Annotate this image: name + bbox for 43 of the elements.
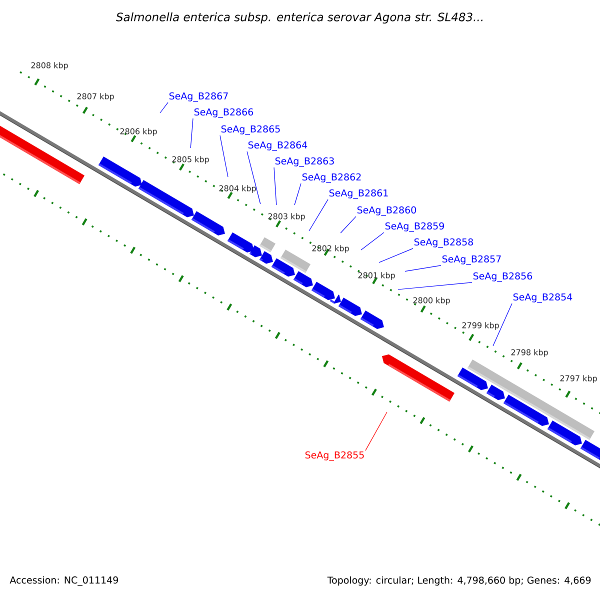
gene-label: SeAg_B2855 [305, 451, 364, 461]
scale-label: 2797 kbp [560, 375, 597, 383]
gene-label: SeAg_B2859 [385, 222, 444, 232]
scale-label: 2800 kbp [413, 297, 450, 305]
footer-text: Accession: NC_011149 [10, 576, 118, 586]
leader-line [398, 282, 472, 290]
scale-label: 2805 kbp [172, 156, 209, 164]
gene-label: SeAg_B2861 [329, 189, 388, 199]
gene-label: SeAg_B2854 [513, 293, 572, 303]
gene-label: SeAg_B2864 [248, 141, 308, 151]
leader-line [220, 135, 228, 178]
gene-label: SeAg_B2863 [275, 157, 334, 167]
leader-line [365, 412, 388, 451]
footer-text: Topology: circular; Length: 4,798,660 bp; Genes: 4,669 [327, 576, 591, 586]
leader-line [294, 183, 302, 206]
leader-line [404, 265, 442, 272]
scale-label: 2801 kbp [358, 272, 395, 280]
gene-label: SeAg_B2857 [442, 255, 501, 265]
gene-label: SeAg_B2866 [194, 108, 254, 118]
leader-line [274, 167, 277, 206]
gene-label: SeAg_B2860 [357, 206, 416, 216]
scale-label: 2808 kbp [31, 62, 68, 70]
gene-label: SeAg_B2865 [221, 125, 280, 135]
gene-label: SeAg_B2867 [169, 92, 228, 102]
scale-label: 2799 kbp [462, 322, 499, 330]
gene-label: SeAg_B2856 [473, 272, 532, 282]
leader-line [492, 303, 512, 346]
leader-line [160, 102, 168, 114]
leader-line [190, 118, 194, 148]
scale-label: 2803 kbp [268, 213, 305, 221]
leader-line [378, 248, 414, 263]
leader-line [360, 232, 384, 250]
leader-line [308, 199, 328, 232]
gene-label: SeAg_B2858 [414, 238, 473, 248]
scale-label: 2798 kbp [511, 349, 548, 357]
leader-line [246, 151, 261, 204]
scale-label: 2807 kbp [77, 93, 114, 101]
title: Salmonella enterica subsp. enterica serovar Agona str. SL483... [116, 12, 483, 24]
scale-label: 2802 kbp [312, 245, 349, 253]
leader-line [340, 216, 356, 234]
scale-label: 2806 kbp [120, 128, 157, 136]
scale-label: 2804 kbp [219, 185, 256, 193]
gene-label: SeAg_B2862 [302, 173, 361, 183]
